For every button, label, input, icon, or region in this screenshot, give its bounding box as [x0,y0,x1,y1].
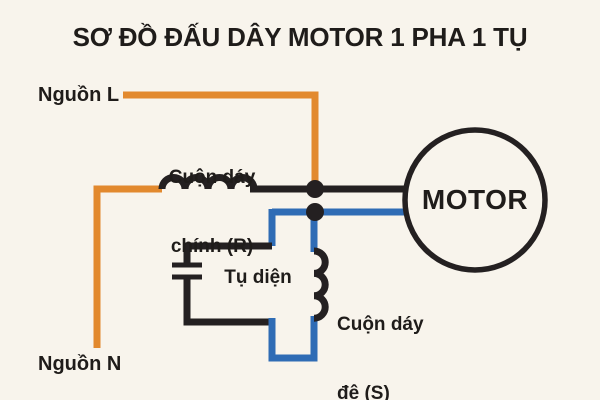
main-coil-label-line2: chính (R) [170,236,254,257]
start-coil-label-line2: đê (S) [337,383,390,400]
motor-label: MOTOR [421,184,529,215]
capacitor-bottom-wire [183,279,272,326]
main-coil-label-line1: Cuộn dáy [168,167,256,188]
main-coil-label: Cuộn dáy chính (R) [169,120,256,304]
live-wire-l [123,91,319,189]
source-l-label: Nguồn L [38,84,120,106]
start-wire-bottom-loop [268,316,318,362]
start-coil-label: Cuộn dáy đê (S) [337,267,424,400]
start-coil-label-line1: Cuộn dáy [337,314,424,335]
junction-dot-top [306,180,324,198]
diagram-title: SƠ ĐỒ ĐẤU DÂY MOTOR 1 PHA 1 TỤ [72,22,528,52]
junction-dot-bottom [306,203,324,221]
capacitor-top-wire [183,242,272,263]
capacitor-label: Tụ diện [224,267,292,288]
main-coil-symbol [158,174,258,190]
source-n-label: Nguồn N [38,353,122,375]
neutral-wire-n [93,185,162,348]
motor-circle [402,127,548,273]
start-coil-symbol [313,247,329,322]
